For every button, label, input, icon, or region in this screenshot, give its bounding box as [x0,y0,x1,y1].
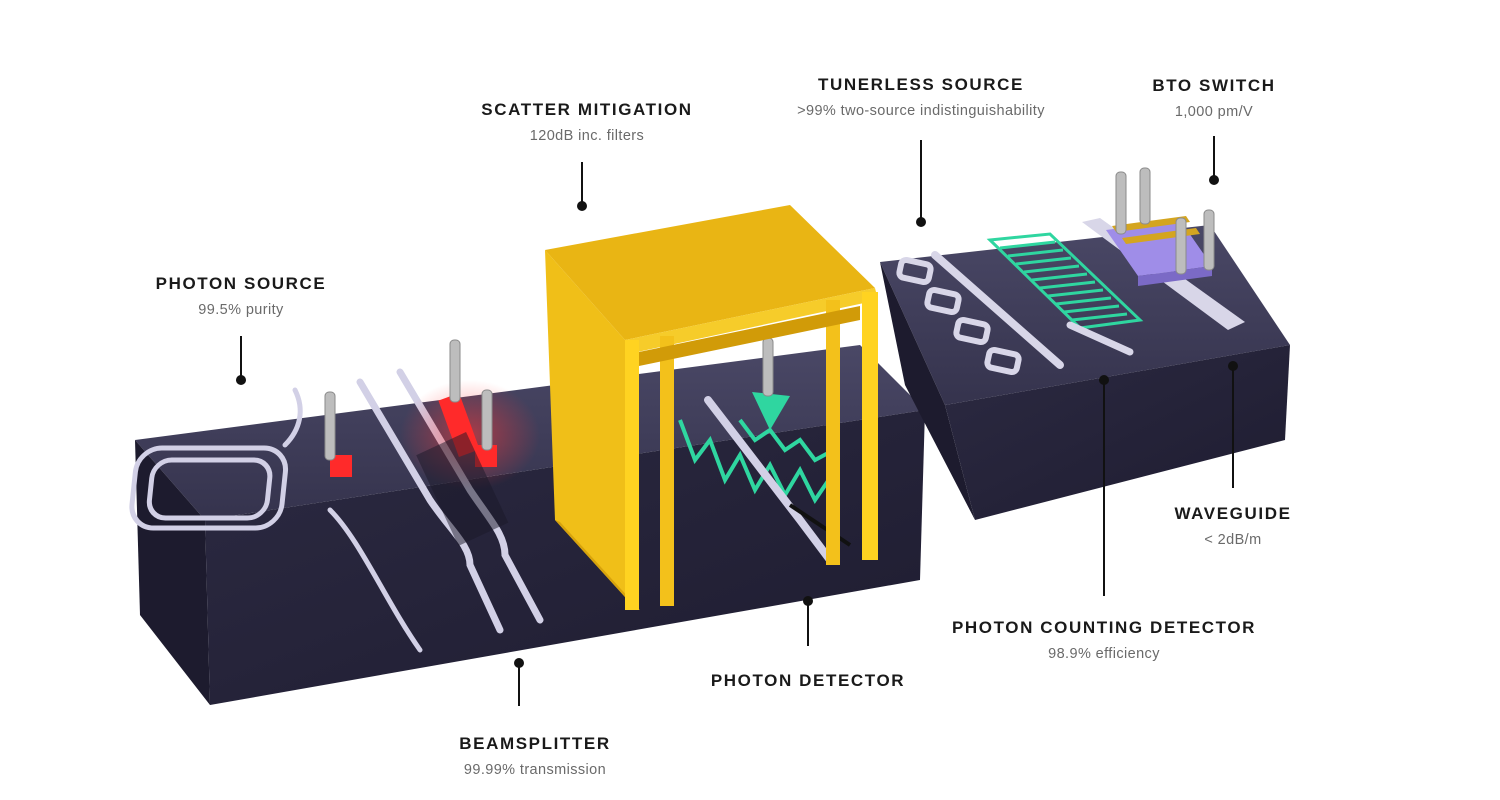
photon-source-sub: 99.5% purity [198,302,284,318]
inner-detector [678,337,852,564]
waveguide-sub: < 2dB/m [1204,532,1262,548]
photon-source-title: PHOTON SOURCE [155,274,327,293]
photon-counting-detector-grating [986,232,1144,356]
label-scatter-mitigation: SCATTER MITIGATION 120dB inc. filters [481,100,692,144]
beamsplitter-sub: 99.99% transmission [463,762,607,778]
label-waveguide: WAVEGUIDE < 2dB/m [1174,504,1291,548]
waveguide-title: WAVEGUIDE [1174,504,1292,523]
label-bto-switch: BTO SWITCH 1,000 pm/V [1152,76,1275,120]
shield-top [545,205,875,340]
photon-counting-detector-sub: 98.9% efficiency [1048,646,1160,662]
callout-lines [240,136,1234,706]
tunerless-source-title: TUNERLESS SOURCE [817,75,1025,94]
right-chip-front [945,345,1290,520]
scatter-mitigation-sub: 120dB inc. filters [529,128,645,144]
scatter-mitigation-title: SCATTER MITIGATION [481,100,693,119]
probe-pins-left [324,339,493,461]
right-chip-left-face [880,262,975,520]
bto-switch-title: BTO SWITCH [1152,76,1276,95]
tunerless-source-sub: >99% two-source indistinguishability [797,103,1045,119]
label-photon-counting-detector: PHOTON COUNTING DETECTOR 98.9% efficienc… [952,618,1256,662]
left-chip-front [205,410,925,705]
scatter-shield [545,205,878,610]
label-beamsplitter: BEAMSPLITTER 99.99% transmission [459,734,610,778]
beamsplitter-title: BEAMSPLITTER [459,734,611,753]
photon-counting-detector-title: PHOTON COUNTING DETECTOR [951,618,1257,637]
shield-left-side [545,250,635,608]
label-photon-source: PHOTON SOURCE 99.5% purity [156,274,327,318]
label-photon-detector: PHOTON DETECTOR [711,671,905,691]
photon-source-ring [129,387,423,653]
left-chip-left-face [135,440,210,705]
bto-switch-sub: 1,000 pm/V [1174,104,1254,120]
red-heaters [330,393,509,546]
callout-dots [236,175,1238,668]
photon-detector-title: PHOTON DETECTOR [710,671,906,690]
tunerless-source-rings [896,251,1064,375]
label-tunerless-source: TUNERLESS SOURCE >99% two-source indisti… [797,75,1045,119]
bto-switch [1082,167,1245,330]
